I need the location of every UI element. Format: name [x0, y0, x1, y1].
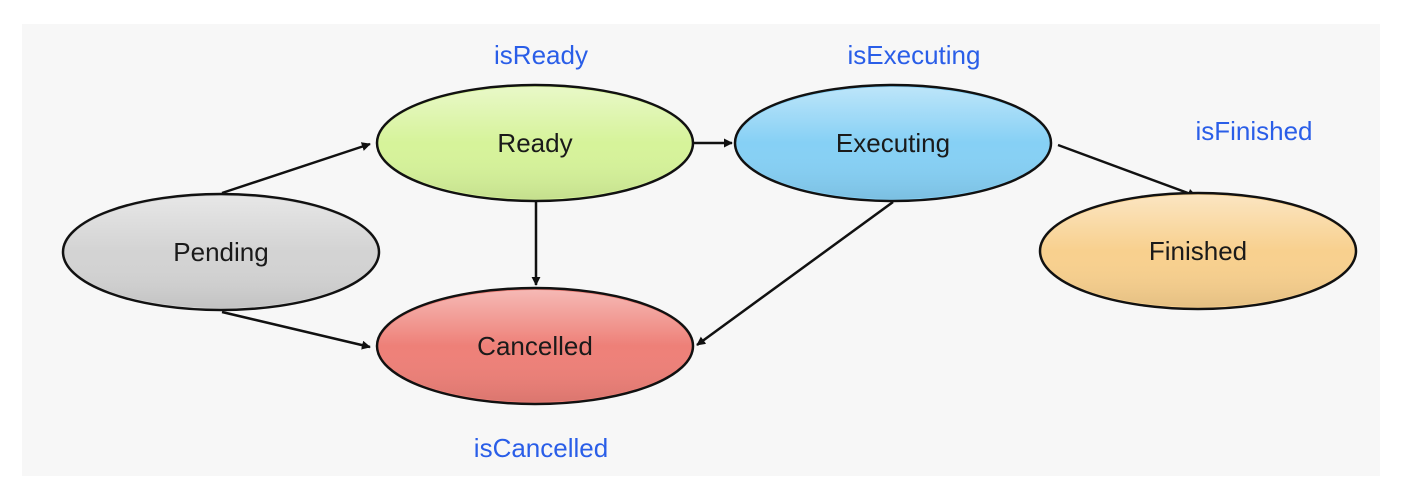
transitions: [221, 138, 1197, 350]
state-pending-shine: [65, 196, 377, 308]
state-pending-label: Pending: [173, 237, 268, 267]
state-cancelled-label: Cancelled: [477, 331, 593, 361]
state-ready-shine: [379, 87, 691, 199]
state-finished-label: Finished: [1149, 236, 1247, 266]
state-executing: Executing: [733, 83, 1053, 203]
property-label-is-cancelled: isCancelled: [474, 433, 608, 463]
state-pending: Pending: [61, 192, 381, 312]
state-cancelled: Cancelled: [375, 286, 695, 406]
edge-pending-to-ready: [221, 142, 371, 195]
state-cancelled-shine: [379, 290, 691, 402]
state-ready: Ready: [375, 83, 695, 203]
edge-pending-to-cancelled: [221, 310, 371, 350]
state-ready-label: Ready: [497, 128, 572, 158]
state-executing-shine: [737, 87, 1049, 199]
property-labels: isReady isExecuting isFinished isCancell…: [474, 40, 1313, 463]
property-label-is-finished: isFinished: [1195, 116, 1312, 146]
state-finished: Finished: [1038, 191, 1358, 311]
property-label-is-ready: isReady: [494, 40, 588, 70]
edge-executing-to-cancelled: [696, 200, 894, 347]
property-label-is-executing: isExecuting: [848, 40, 981, 70]
state-executing-label: Executing: [836, 128, 950, 158]
edge-executing-to-finished: [1057, 143, 1197, 198]
state-finished-shine: [1042, 195, 1354, 307]
